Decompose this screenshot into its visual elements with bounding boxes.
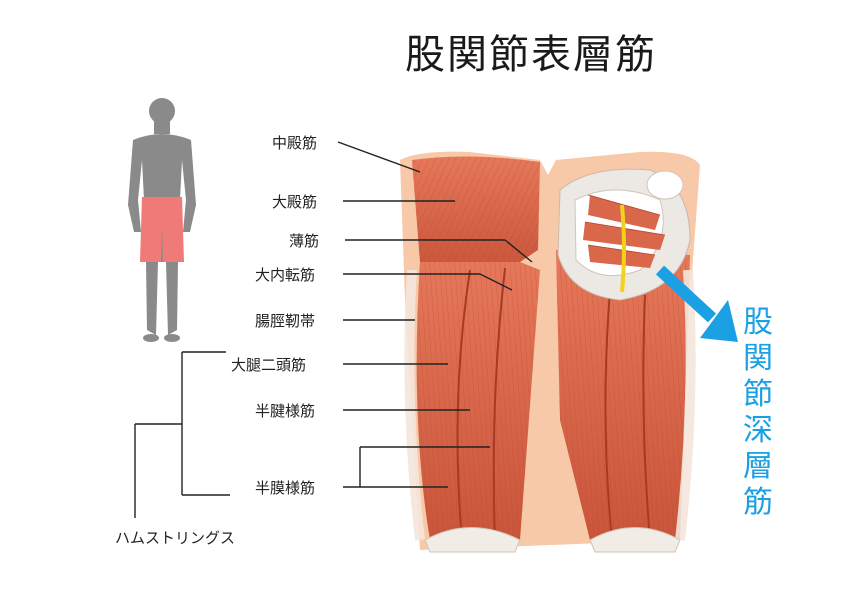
deep-hip-cutaway	[557, 168, 691, 301]
human-figure-icon	[128, 98, 196, 342]
label-gluteus-medius: 中殿筋	[272, 134, 318, 152]
leader-lines	[134, 141, 533, 518]
right-thigh-muscles	[556, 250, 696, 541]
label-gracilis: 薄筋	[289, 232, 320, 250]
deep-hip-muscles-label: 股関節深層筋	[738, 305, 778, 521]
label-gluteus-maximus: 大殿筋	[272, 193, 318, 211]
label-semimembranosus: 半膜様筋	[255, 479, 316, 497]
deep-label-text: 股関節深層筋	[743, 305, 773, 520]
sciatic-nerve	[620, 204, 626, 293]
left-thigh-muscles	[404, 156, 540, 541]
label-iliotibial-band: 腸脛靭帯	[255, 312, 316, 330]
label-adductor-magnus: 大内転筋	[255, 266, 316, 284]
label-semitendinosus: 半腱様筋	[255, 402, 316, 420]
label-biceps-femoris: 大腿二頭筋	[231, 356, 307, 374]
page-title: 股関節表層筋	[405, 32, 657, 78]
hamstring-highlight	[140, 197, 184, 262]
label-hamstrings: ハムストリングス	[115, 529, 236, 547]
deep-layer-arrow-icon	[655, 265, 738, 342]
